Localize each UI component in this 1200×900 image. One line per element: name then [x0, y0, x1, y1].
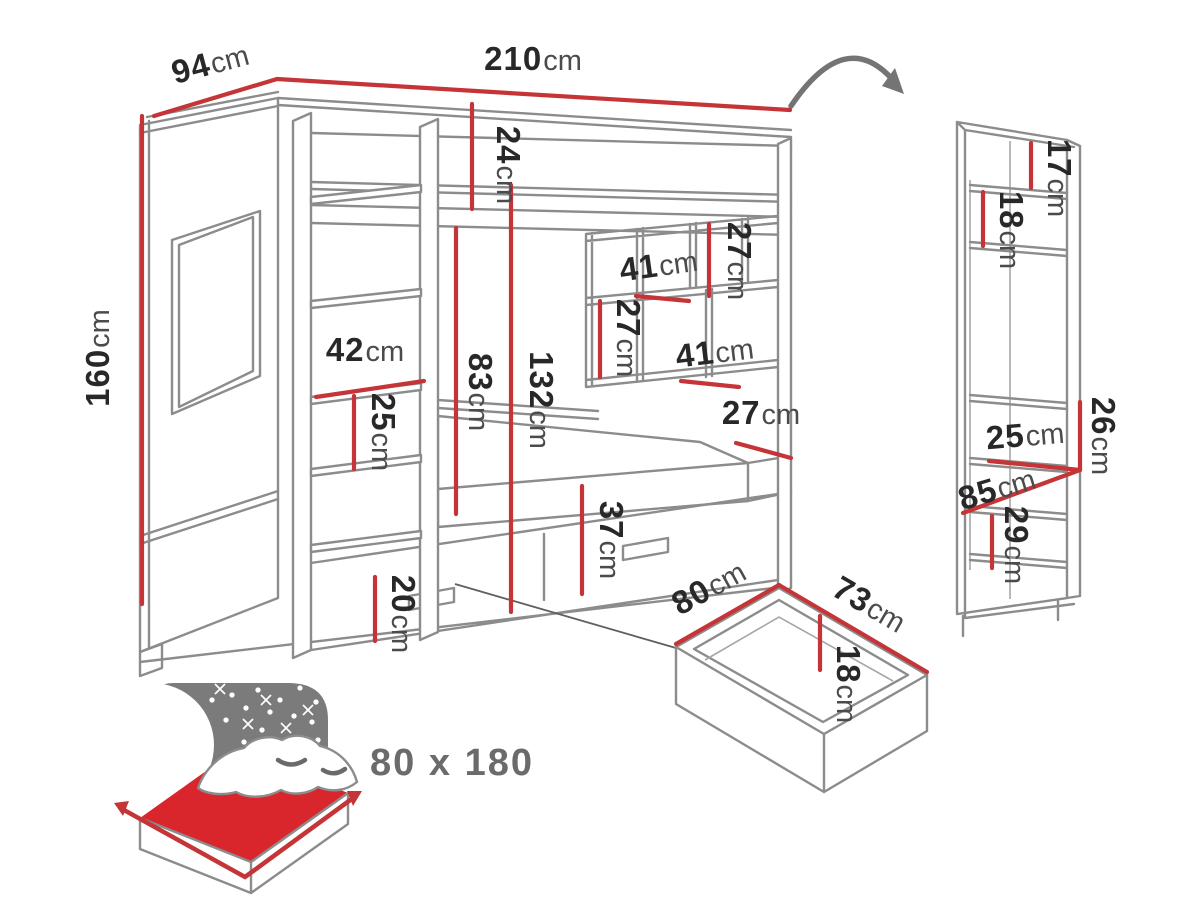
rotation-arrow-arc: [788, 55, 896, 109]
dim-label-height: 160cm: [79, 309, 116, 407]
dim-label-hs-top-height: 27cm: [721, 222, 758, 300]
dim-line-drw-80: [673, 582, 782, 647]
cabinet-body: [955, 120, 1082, 638]
dim-line-shelf-42: [313, 378, 427, 400]
dim-label-depth: 94cm: [167, 35, 252, 91]
dimension-labels: 94cm 210cm 160cm 24cm 83cm 132cm 42cm 25…: [79, 35, 1122, 784]
rotation-arrow-icon: [788, 55, 904, 109]
blanket-folds: [275, 757, 348, 776]
dim-label-plinth: 20cm: [385, 575, 422, 653]
size-arrow-head-right: [347, 791, 362, 806]
dim-label-hs-lower-height: 27cm: [610, 299, 647, 377]
dim-line-width-210: [274, 76, 793, 113]
bunk-bed-drawing: [138, 90, 793, 678]
moon-icon: [90, 683, 214, 807]
dim-label-cab-bottom-shelf: 29cm: [998, 506, 1035, 584]
drawer-leader-line: [454, 583, 677, 649]
bed-posts: [291, 111, 793, 660]
bed-size-icon: [90, 683, 362, 895]
dimension-lines: [139, 76, 1083, 675]
dim-line-side-rail-27: [733, 440, 794, 461]
dim-label-guard-rail: 24cm: [490, 126, 527, 204]
dim-label-upper-height: 132cm: [523, 351, 560, 449]
headboard-shelf-unit: [584, 214, 780, 389]
dim-label-cab-top-shelf: 17cm: [1041, 139, 1078, 217]
headboard-window: [170, 209, 262, 416]
size-arrow-head-left: [114, 801, 129, 816]
dim-label-cab-niche: 26cm: [1085, 397, 1122, 475]
dim-line-depth-94: [151, 76, 280, 119]
headboard-panel: [138, 96, 280, 654]
storage-drawer-drawing: [674, 586, 929, 794]
size-arrows: [121, 795, 356, 880]
dim-label-cab-second-shelf: 18cm: [993, 191, 1030, 269]
dim-line-hs-41-upper: [633, 293, 692, 304]
dim-line-hs-41-lower: [678, 378, 742, 390]
drawer-box-walls: [674, 598, 929, 794]
dim-label-shelf-height: 25cm: [365, 393, 402, 471]
dim-label-hs-upper-width: 41cm: [617, 241, 700, 289]
dim-label-hs-lower-width: 41cm: [673, 328, 755, 374]
dim-label-drw-height: 18cm: [830, 645, 867, 723]
lower-mattress: [436, 414, 750, 529]
dim-line-drw-73: [776, 582, 930, 675]
headboard-panel-details: [138, 90, 280, 678]
dim-line-cab-85: [960, 467, 1083, 516]
shelf-column-boards: [309, 183, 423, 554]
dim-label-drawer-front: 37cm: [593, 501, 630, 579]
drawer-box-floor: [704, 616, 894, 682]
dim-label-cab-shelf-depth: 25cm: [984, 413, 1065, 457]
upper-bunk-rails: [276, 96, 793, 237]
dim-line-cab-25: [986, 458, 1083, 473]
dim-label-width: 210cm: [484, 40, 582, 77]
back-wall-lines: [436, 398, 600, 421]
under-bed-drawer-band: [138, 490, 793, 664]
mattress-side-faces: [138, 791, 350, 895]
rotation-arrow-head: [882, 68, 904, 94]
drawer-handle-right: [621, 536, 670, 562]
dim-label-shelf-width: 42cm: [326, 331, 404, 368]
dim-label-clearance: 83cm: [462, 353, 499, 431]
blanket: [196, 734, 359, 798]
mattress-size-badge: 80 x 180: [370, 742, 534, 784]
dim-label-side-rail: 27cm: [722, 394, 800, 431]
